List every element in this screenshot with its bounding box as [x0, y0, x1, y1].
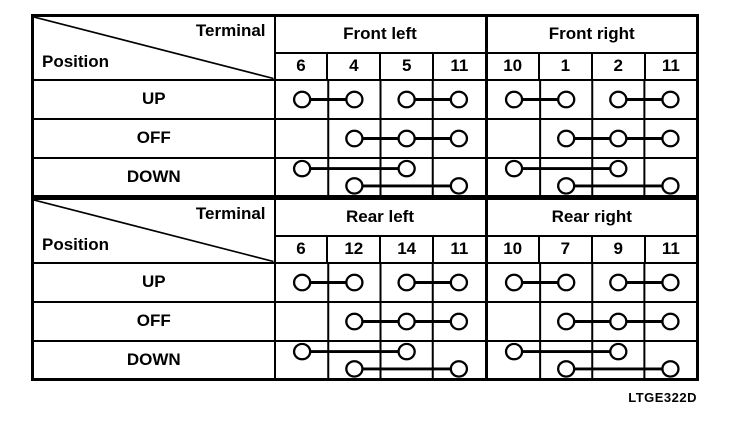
group-header: Front left — [273, 14, 487, 54]
connection-cell — [273, 300, 487, 342]
terminal-number: 4 — [326, 51, 382, 81]
group-header: Front right — [484, 14, 699, 54]
terminal-number: 11 — [643, 234, 699, 264]
connection-diagram — [326, 303, 468, 339]
terminal-number: 10 — [484, 51, 540, 81]
connection-diagram — [292, 264, 468, 300]
connection-cell — [484, 300, 699, 342]
connection-cell — [484, 117, 699, 159]
connection-diagram — [292, 159, 468, 195]
diagonal-line — [34, 200, 274, 262]
terminal-header-label: Terminal — [195, 204, 266, 223]
position-label: UP — [31, 261, 276, 303]
terminal-number: 10 — [484, 234, 540, 264]
position-header-label: Position — [42, 51, 110, 71]
position-label: UP — [31, 78, 276, 120]
terminal-number: 5 — [379, 51, 435, 81]
connection-cell — [273, 117, 487, 159]
connection-diagram — [538, 120, 680, 156]
connection-cell — [484, 339, 699, 381]
diagonal-line — [34, 17, 274, 79]
connection-cell — [484, 156, 699, 198]
connection-diagram — [504, 264, 680, 300]
terminal-number: 11 — [432, 51, 487, 81]
terminal-number: 6 — [273, 234, 329, 264]
connection-cell — [484, 78, 699, 120]
terminal-number: 11 — [432, 234, 487, 264]
terminal-header-label: Terminal — [195, 21, 266, 40]
connection-diagram — [292, 342, 468, 378]
figure-code: LTGE322D — [628, 390, 697, 405]
connection-diagram — [504, 81, 680, 117]
connection-diagram — [504, 342, 680, 378]
connection-cell — [273, 261, 487, 303]
terminal-number: 14 — [379, 234, 435, 264]
group-header: Rear left — [273, 197, 487, 237]
position-label: DOWN — [31, 156, 276, 198]
connection-cell — [484, 261, 699, 303]
terminal-number: 7 — [537, 234, 593, 264]
connection-diagram — [504, 159, 680, 195]
connection-cell — [273, 78, 487, 120]
group-header: Rear right — [484, 197, 699, 237]
connection-cell — [273, 339, 487, 381]
position-label: OFF — [31, 117, 276, 159]
position-header-label: Position — [42, 234, 110, 254]
terminal-number: 12 — [326, 234, 382, 264]
connection-diagram — [292, 81, 468, 117]
position-label: DOWN — [31, 339, 276, 381]
terminal-number: 11 — [643, 51, 699, 81]
position-label: OFF — [31, 300, 276, 342]
connection-diagram — [326, 120, 468, 156]
terminal-number: 6 — [273, 51, 329, 81]
connection-diagram — [538, 303, 680, 339]
connection-cell — [273, 156, 487, 198]
terminal-number: 9 — [590, 234, 646, 264]
terminal-number: 1 — [537, 51, 593, 81]
terminal-number: 2 — [590, 51, 646, 81]
